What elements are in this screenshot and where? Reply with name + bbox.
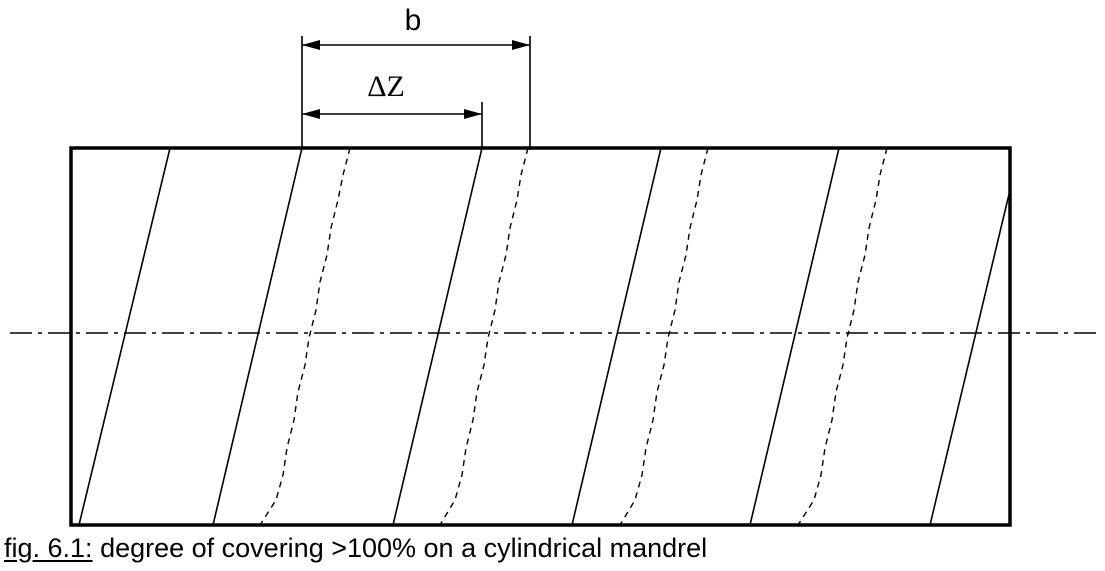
overlap-edge-4 xyxy=(797,148,888,525)
winding-edge-3 xyxy=(392,148,483,525)
winding-dashed-lines xyxy=(259,148,888,525)
winding-edge-1 xyxy=(78,148,171,525)
figure-caption: fig. 6.1: degree of covering >100% on a … xyxy=(4,532,707,564)
dimension-delta-z xyxy=(302,102,483,148)
winding-solid-lines xyxy=(78,148,1010,525)
mandrel-outline xyxy=(69,146,1012,527)
winding-edge-2 xyxy=(212,148,303,525)
dimension-b-label: b xyxy=(405,4,422,37)
winding-edge-4 xyxy=(571,148,662,525)
b-arrow-right xyxy=(512,40,530,50)
dz-arrow-left xyxy=(302,109,320,119)
dimension-b xyxy=(301,36,531,150)
dz-arrow-right xyxy=(464,109,482,119)
overlap-edge-3 xyxy=(619,148,709,525)
winding-edge-5 xyxy=(749,148,840,525)
winding-edge-6 xyxy=(929,189,1010,525)
figure-reference: fig. 6.1: xyxy=(4,533,93,563)
dimension-delta-z-label: ΔZ xyxy=(367,70,405,103)
b-arrow-left xyxy=(302,40,320,50)
overlap-edge-1 xyxy=(259,148,351,525)
overlap-edge-2 xyxy=(439,148,529,525)
caption-text: degree of covering >100% on a cylindrica… xyxy=(92,533,708,563)
